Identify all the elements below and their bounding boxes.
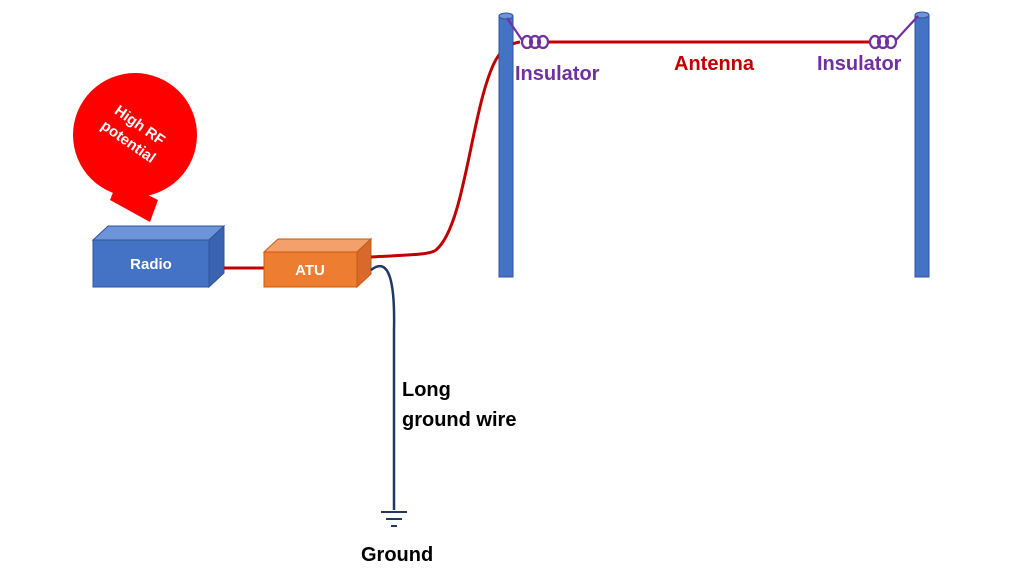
callout-pointer [110,180,158,222]
high-rf-callout: High RF potential [73,73,197,222]
ground-label: Ground [361,544,433,566]
feed-wire [370,40,521,259]
ground-wire-label-line2: ground wire [402,409,516,431]
right-pole [914,11,930,278]
ground-symbol [381,511,407,527]
left-pole [498,12,514,278]
radio-box: Radio [91,224,226,289]
right-insulator [868,15,919,50]
atu-box: ATU [262,237,373,289]
left-insulator [506,17,550,50]
ground-wire [370,264,396,510]
callout-bubble [73,73,197,197]
insulator-right-label: Insulator [817,53,902,75]
radio-label: Radio [130,256,172,273]
atu-label: ATU [295,262,325,279]
ground-wire-label-line1: Long [402,379,451,401]
antenna-label: Antenna [674,53,755,75]
insulator-left-label: Insulator [515,63,600,85]
